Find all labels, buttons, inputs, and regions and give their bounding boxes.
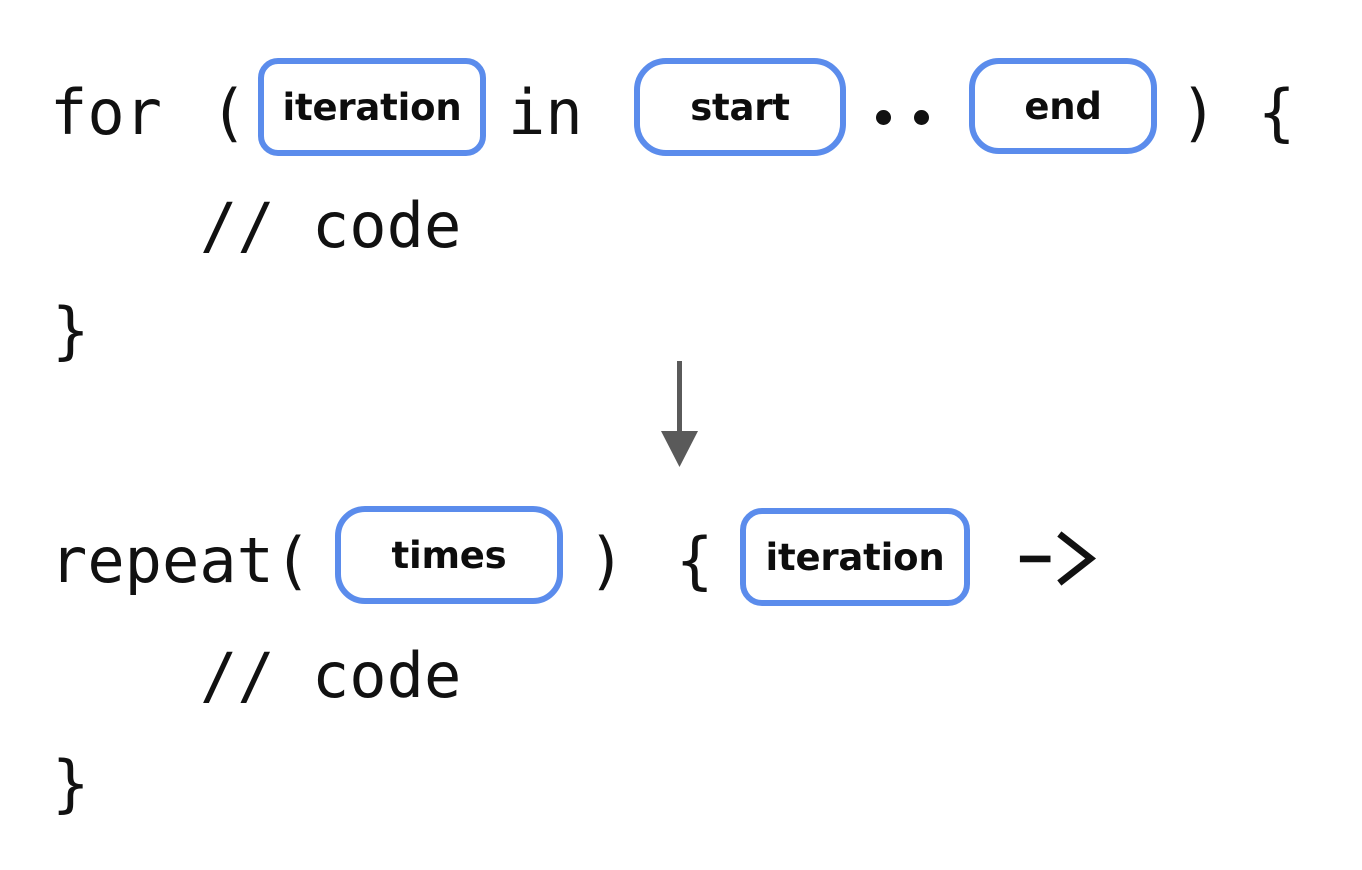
close-paren: )	[1180, 76, 1218, 149]
placeholder-times[interactable]: times	[335, 506, 563, 604]
keyword-for: for	[50, 76, 162, 149]
placeholder-times-label: times	[391, 533, 507, 577]
placeholder-iteration-after-label: iteration	[765, 535, 945, 579]
placeholder-iteration-before[interactable]: iteration	[258, 58, 486, 156]
open-brace: {	[1258, 76, 1296, 149]
arrow-down-icon	[661, 361, 698, 467]
placeholder-end[interactable]: end	[969, 58, 1157, 154]
close-brace-before: }	[52, 294, 90, 367]
close-brace-after: }	[52, 747, 90, 820]
open-brace-after: {	[676, 524, 714, 597]
placeholder-end-label: end	[1024, 84, 1102, 128]
placeholder-start[interactable]: start	[634, 58, 846, 156]
range-operator-dots	[876, 110, 929, 125]
placeholder-iteration-before-label: iteration	[282, 85, 462, 129]
comment-code-after: // code	[200, 639, 462, 712]
lambda-arrow-icon	[1019, 531, 1097, 586]
placeholder-start-label: start	[690, 85, 790, 129]
function-call-repeat: repeat(	[50, 524, 312, 597]
placeholder-iteration-after[interactable]: iteration	[740, 508, 970, 606]
open-paren: (	[210, 76, 248, 149]
keyword-in: in	[508, 76, 583, 149]
comment-code-before: // code	[200, 189, 462, 262]
close-paren-after: )	[588, 524, 626, 597]
